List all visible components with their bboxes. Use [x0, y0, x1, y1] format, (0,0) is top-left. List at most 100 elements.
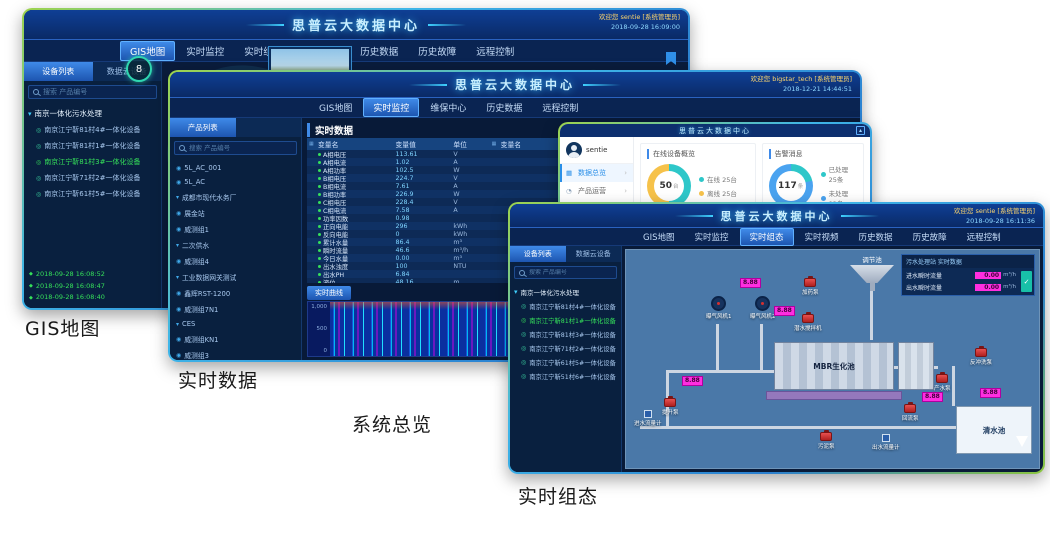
sidebar-tabs: 设备列表 数据云设备 — [510, 246, 621, 262]
tree-item[interactable]: ◎南京江宁靳71村2#一体化设备 — [28, 170, 157, 186]
device-icon: ▾ — [176, 193, 180, 201]
nav-tab[interactable]: 实时监控 — [694, 232, 729, 243]
tab-device-list[interactable]: 设备列表 — [510, 246, 566, 262]
caption-system-overview: 系统总览 — [352, 414, 433, 436]
pump-device[interactable]: 产水泵 — [934, 372, 951, 392]
nav-tab[interactable]: 维保中心 — [430, 104, 467, 114]
tree-item[interactable]: ◉威测组1 — [174, 221, 297, 237]
pipe — [716, 324, 719, 370]
tree-item[interactable]: ◉威测组3 — [174, 347, 297, 361]
tank-label: 调节池 — [862, 256, 882, 264]
tree-item[interactable]: ◎南京江宁靳61村5#一体化设备 — [514, 355, 617, 369]
nav-tab[interactable]: 历史数据 — [858, 232, 893, 243]
blower-device[interactable]: 曝气风机1 — [706, 296, 732, 320]
search-input[interactable] — [529, 269, 612, 276]
card-title: 告警消息 — [768, 149, 857, 159]
tree-item[interactable]: ◎南京江宁靳81村1#一体化设备 — [28, 138, 157, 154]
tree-item[interactable]: ◉威测组4 — [174, 253, 297, 269]
regulating-tank[interactable]: 调节池 — [844, 254, 900, 291]
menu-item[interactable]: ◔ 产品运营 › — [560, 182, 633, 200]
tree-item[interactable]: ◉鑫辉RST-1200 — [174, 285, 297, 301]
tree-group[interactable]: ▾南京一体化污水处理 — [28, 105, 157, 122]
nav-tab[interactable]: 远程控制 — [966, 232, 1001, 243]
device-search[interactable] — [174, 141, 297, 155]
pump-device[interactable]: 加药泵 — [802, 276, 819, 296]
legend-item: 离线 25台 — [699, 188, 737, 198]
tab-data-cloud[interactable]: 数据云设备 — [565, 246, 621, 262]
panel-rows: 进水瞬时流量 0.00 m³/h 出水瞬时流量 0.00 m³/h ✓ — [902, 268, 1034, 295]
nav-tab[interactable]: GIS地图 — [120, 40, 176, 61]
pump-device[interactable]: 回流泵 — [902, 402, 919, 422]
device-search[interactable] — [514, 266, 617, 279]
scada-canvas[interactable]: 调节池 MBR生化池 清水池 提升泵 潜水搅拌机 回流泵 污泥泵 产 — [625, 249, 1040, 469]
tree-item[interactable]: ◉5L_AC — [174, 175, 297, 189]
tree-item[interactable]: ▾二次供水 — [174, 237, 297, 253]
fan-icon — [711, 296, 727, 311]
search-input[interactable] — [43, 88, 152, 96]
tree-item[interactable]: ▾CES — [174, 317, 297, 331]
tab-product-list[interactable]: 产品列表 — [170, 118, 236, 137]
nav-tab[interactable]: 实时组态 — [244, 46, 283, 58]
y-tick-label: 0 — [323, 348, 328, 354]
nav-tab[interactable]: 实时监控 — [186, 46, 225, 58]
nav-tab[interactable]: 实时监控 — [363, 98, 420, 117]
tree-item[interactable]: ◉5L_AC_001 — [174, 161, 297, 175]
variable-value-cell: 0.98 — [395, 214, 410, 222]
flow-meter[interactable]: 进水流量计 — [634, 410, 662, 427]
nav-tab[interactable]: 历史故障 — [912, 232, 947, 243]
nav-tab[interactable]: 实时视频 — [804, 232, 839, 243]
nav-tab[interactable]: 历史数据 — [486, 104, 523, 114]
blower-device[interactable]: 曝气风机2 — [750, 296, 776, 320]
variable-name-cell: A相功率 — [316, 166, 393, 175]
tree-item[interactable]: ◉威测组KN1 — [174, 331, 297, 347]
flow-meter[interactable]: 出水流量计 — [872, 434, 900, 451]
tab-device-list[interactable]: 设备列表 — [24, 62, 93, 81]
tab-realtime-curve[interactable]: 实时曲线 — [307, 286, 351, 300]
tree-item[interactable]: ◉威测组7N1 — [174, 301, 297, 317]
flow-meter-icon — [881, 434, 890, 442]
device-icon: ◎ — [521, 316, 527, 324]
confirm-button[interactable]: ✓ — [1021, 271, 1032, 292]
nav-tab[interactable]: 历史故障 — [418, 46, 457, 58]
chevron-right-icon: › — [624, 187, 627, 195]
variable-value-cell: 0 — [395, 230, 400, 238]
tree-group[interactable]: ▾南京一体化污水处理 — [514, 285, 617, 299]
pump-device[interactable]: 提升泵 — [662, 396, 679, 416]
pump-device[interactable]: 潜水搅拌机 — [794, 312, 822, 332]
collapse-up-icon[interactable]: ▴ — [856, 126, 865, 135]
tree-item[interactable]: ◎南京江宁靳81村4#一体化设备 — [514, 299, 617, 313]
menu-item[interactable]: ▦ 数据总览 › — [560, 164, 633, 182]
nav-tab[interactable]: 实时组态 — [739, 227, 794, 246]
tree-item[interactable]: ◎南京江宁靳81村4#一体化设备 — [28, 122, 157, 138]
pump-device[interactable]: 反冲洗泵 — [970, 346, 992, 366]
secondary-tank[interactable] — [898, 342, 934, 390]
tree-item[interactable]: ◎南京江宁靳81村1#一体化设备 — [514, 313, 617, 327]
search-input[interactable] — [189, 144, 292, 152]
map-cluster-badge[interactable]: 8 — [126, 56, 152, 82]
nav-tab[interactable]: GIS地图 — [643, 232, 675, 243]
nav-tab[interactable]: GIS地图 — [319, 104, 353, 114]
pump-device[interactable]: 污泥泵 — [818, 430, 835, 450]
device-icon: ◎ — [36, 126, 42, 134]
nav-tab[interactable]: 远程控制 — [476, 46, 515, 58]
mbr-tank[interactable]: MBR生化池 — [774, 342, 894, 390]
nav-tab[interactable]: 历史数据 — [360, 46, 399, 58]
tree-item[interactable]: ◎南京江宁靳81村3#一体化设备 — [28, 154, 157, 170]
bookmark-icon[interactable] — [666, 52, 676, 65]
tree-item[interactable]: ◎南京江宁靳81村3#一体化设备 — [514, 327, 617, 341]
tree-item[interactable]: ▾成都市现代水务厂 — [174, 189, 297, 205]
tree-item[interactable]: ◎南京江宁靳51村6#一体化设备 — [514, 369, 617, 383]
tree-item[interactable]: ◎南京江宁靳61村5#一体化设备 — [28, 186, 157, 202]
tree-item[interactable]: ▾工业数据网关测试 — [174, 269, 297, 285]
tree-item[interactable]: ◉展金站 — [174, 205, 297, 221]
device-icon: ◎ — [521, 358, 527, 366]
user-row[interactable]: sentie — [560, 137, 633, 164]
variable-name-cell: 瞬时流量 — [316, 246, 393, 255]
nav-tab[interactable]: 远程控制 — [542, 104, 579, 114]
tree-item[interactable]: ◎南京江宁靳71村2#一体化设备 — [514, 341, 617, 355]
unit-cell: kWh — [453, 222, 468, 230]
y-tick-label: 500 — [316, 326, 328, 332]
device-search[interactable] — [28, 85, 157, 99]
